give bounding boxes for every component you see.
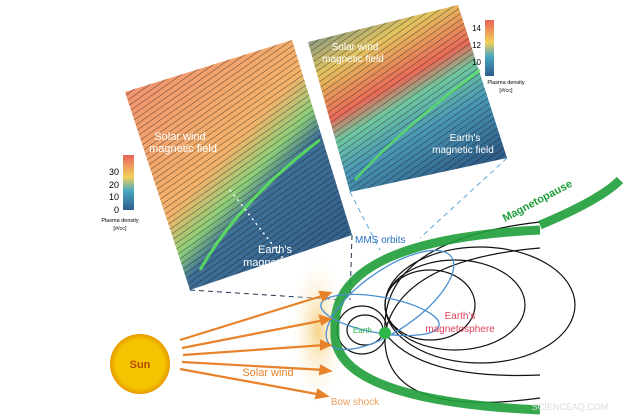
colorbar-tick: 12 [472, 41, 481, 50]
mms-orbits-label: MMS orbits [355, 235, 406, 246]
right-solar-wind-label-1: Solar wind [332, 42, 379, 53]
right-earth-field-label-1: Earth's [450, 133, 481, 144]
right-earth-field-label-2: magnetic field [432, 145, 494, 156]
left-solar-wind-label-1: Solar wind [154, 131, 205, 143]
colorbar-tick: 30 [109, 167, 119, 177]
colorbar-title: Plasma density [487, 80, 525, 86]
colorbar-title: Plasma density [101, 218, 139, 224]
colorbar-tick: 20 [109, 180, 119, 190]
left-solar-wind-label-2: magnetic field [149, 143, 217, 155]
colorbar-tick: 10 [472, 58, 481, 67]
right-colorbar: 14 12 10 Plasma density [#/cc] [472, 20, 525, 94]
solar-wind-label: Solar wind [242, 367, 293, 379]
mms-orbits [320, 249, 455, 351]
bow-shock [288, 250, 348, 410]
magnetopause-boundary-upper [538, 176, 624, 230]
left-colorbar: 30 20 10 0 Plasma density [#/cc] [101, 155, 139, 232]
colorbar-tick: 10 [109, 192, 119, 202]
sun-icon [110, 334, 170, 394]
right-solar-wind-label-2: magnetic field [322, 54, 384, 65]
colorbar-unit: [#/cc] [499, 88, 513, 94]
earth-icon [379, 327, 391, 339]
colorbar-tick: 14 [472, 24, 481, 33]
left-earth-field-label-1: Earth's [258, 244, 292, 256]
sun-label: Sun [130, 359, 151, 371]
magnetopause-boundary [330, 225, 541, 415]
colorbar-unit: [#/cc] [113, 226, 127, 232]
solar-wind-arrows [179, 290, 333, 400]
left-earth-field-label-2: magnetic field [243, 257, 311, 269]
right-simulation-panel: Solar wind magnetic field Earth's magnet… [308, 5, 507, 192]
magnetosphere-label-1: Earth's [445, 311, 476, 322]
left-simulation-panel: Solar wind magnetic field Earth's magnet… [125, 40, 352, 290]
magnetosphere-label-2: magnetosphere [425, 324, 495, 335]
watermark: SCIENCEAQ.COM [532, 402, 609, 412]
earth-label: Earth [353, 326, 372, 335]
colorbar-tick: 0 [114, 205, 119, 215]
bow-shock-label: Bow shock [331, 397, 380, 408]
